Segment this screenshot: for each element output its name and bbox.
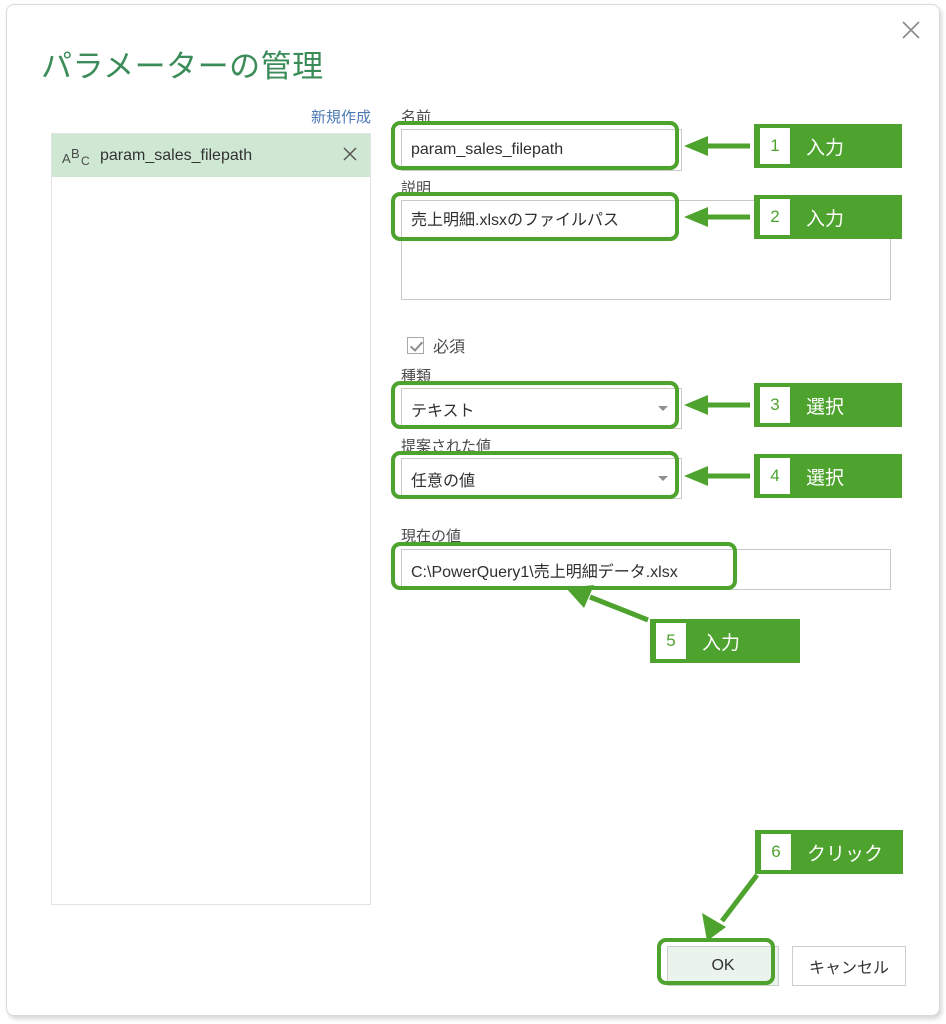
name-input[interactable]: param_sales_filepath <box>401 129 682 171</box>
chevron-down-icon <box>658 476 668 481</box>
checkbox-checked-icon <box>407 336 424 354</box>
required-checkbox[interactable]: 必須 <box>407 333 465 357</box>
type-select-value: テキスト <box>411 402 475 420</box>
required-label: 必須 <box>433 339 466 356</box>
current-value-label: 現在の値 <box>401 528 462 545</box>
description-label: 説明 <box>401 180 432 197</box>
page-title: パラメーターの管理 <box>41 49 324 84</box>
list-item-label: param_sales_filepath <box>100 146 253 164</box>
cancel-button[interactable]: キャンセル <box>792 946 906 986</box>
type-label: 種類 <box>401 368 432 385</box>
description-input[interactable]: 売上明細.xlsxのファイルパス <box>401 200 891 300</box>
new-parameter-link[interactable]: 新規作成 <box>310 109 371 126</box>
ok-button[interactable]: OK <box>667 946 779 986</box>
suggested-label: 提案された値 <box>401 438 492 455</box>
suggested-value-select-value: 任意の値 <box>411 472 476 490</box>
remove-parameter-icon[interactable] <box>342 146 358 165</box>
current-value-input[interactable]: C:\PowerQuery1\売上明細データ.xlsx <box>401 549 891 590</box>
chevron-down-icon <box>658 406 668 411</box>
type-select[interactable]: テキスト <box>401 388 682 429</box>
name-label: 名前 <box>401 109 432 126</box>
suggested-value-select[interactable]: 任意の値 <box>401 458 682 499</box>
close-icon[interactable] <box>891 11 931 49</box>
